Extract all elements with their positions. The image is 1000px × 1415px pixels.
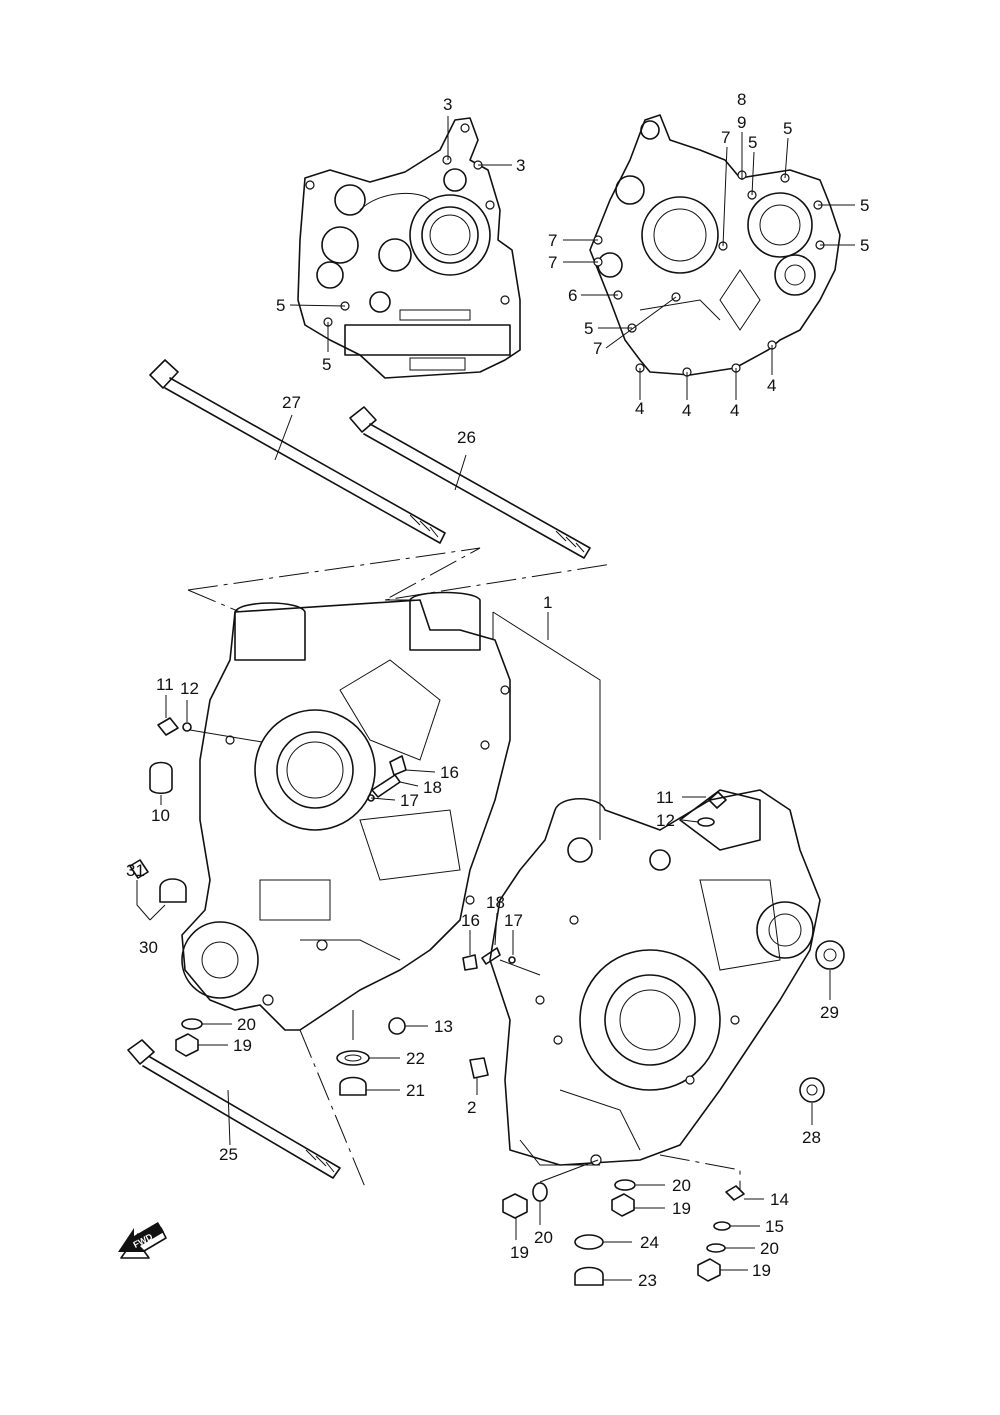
callout-19: 19 (510, 1243, 529, 1262)
callout-11: 11 (656, 788, 674, 807)
callout-14: 14 (770, 1190, 789, 1209)
callout-5: 5 (860, 236, 869, 255)
callout-4: 4 (682, 401, 691, 420)
lower-left-crankcase (181, 591, 511, 1031)
callout-19: 19 (672, 1199, 691, 1218)
callout-24: 24 (640, 1233, 659, 1252)
callout-labels: 3 3 5 5 8 9 7 5 5 5 5 7 7 6 5 7 4 4 4 4 … (126, 90, 869, 1290)
callout-4: 4 (635, 399, 644, 418)
lower-right-crankcase (489, 789, 821, 1166)
callout-10: 10 (151, 806, 170, 825)
callout-7: 7 (721, 128, 730, 147)
callout-15: 15 (765, 1217, 784, 1236)
callout-20: 20 (672, 1176, 691, 1195)
callout-3: 3 (443, 95, 452, 114)
small-parts (129, 717, 845, 1286)
callout-12: 12 (656, 811, 675, 830)
callout-4: 4 (767, 376, 776, 395)
callout-6: 6 (568, 286, 577, 305)
callout-18: 18 (423, 778, 442, 797)
callout-26: 26 (457, 428, 476, 447)
callout-3: 3 (516, 156, 525, 175)
callout-7: 7 (548, 231, 557, 250)
callout-31: 31 (126, 861, 145, 880)
callout-4: 4 (730, 401, 739, 420)
callout-12: 12 (180, 679, 199, 698)
leader-lines (136, 116, 855, 1281)
callout-20: 20 (760, 1239, 779, 1258)
bolt-25 (127, 1039, 341, 1179)
callout-5: 5 (322, 355, 331, 374)
upper-right-crankcase-view (589, 114, 841, 377)
callout-11: 11 (156, 675, 174, 694)
callout-7: 7 (548, 253, 557, 272)
callout-8: 8 (737, 90, 746, 109)
callout-23: 23 (638, 1271, 657, 1290)
callout-5: 5 (276, 296, 285, 315)
callout-20: 20 (534, 1228, 553, 1247)
callout-29: 29 (820, 1003, 839, 1022)
callout-19: 19 (233, 1036, 252, 1055)
callout-5: 5 (748, 133, 757, 152)
callout-1: 1 (543, 593, 552, 612)
callout-16: 16 (461, 911, 480, 930)
callout-5: 5 (584, 319, 593, 338)
callout-25: 25 (219, 1145, 238, 1164)
bolt-27 (149, 359, 446, 544)
callout-20: 20 (237, 1015, 256, 1034)
callout-5: 5 (783, 119, 792, 138)
forward-arrow-icon: FWD (118, 1222, 167, 1259)
callout-22: 22 (406, 1049, 425, 1068)
bolt-26 (349, 406, 591, 559)
callout-21: 21 (406, 1081, 425, 1100)
callout-17: 17 (504, 911, 523, 930)
callout-17: 17 (400, 791, 419, 810)
callout-28: 28 (802, 1128, 821, 1147)
callout-27: 27 (282, 393, 301, 412)
callout-13: 13 (434, 1017, 453, 1036)
callout-2: 2 (467, 1098, 476, 1117)
callout-7: 7 (593, 339, 602, 358)
callout-9: 9 (737, 113, 746, 132)
callout-30: 30 (139, 938, 158, 957)
callout-19: 19 (752, 1261, 771, 1280)
callout-16: 16 (440, 763, 459, 782)
upper-left-crankcase-view (297, 117, 521, 379)
callout-5: 5 (860, 196, 869, 215)
callout-18: 18 (486, 893, 505, 912)
